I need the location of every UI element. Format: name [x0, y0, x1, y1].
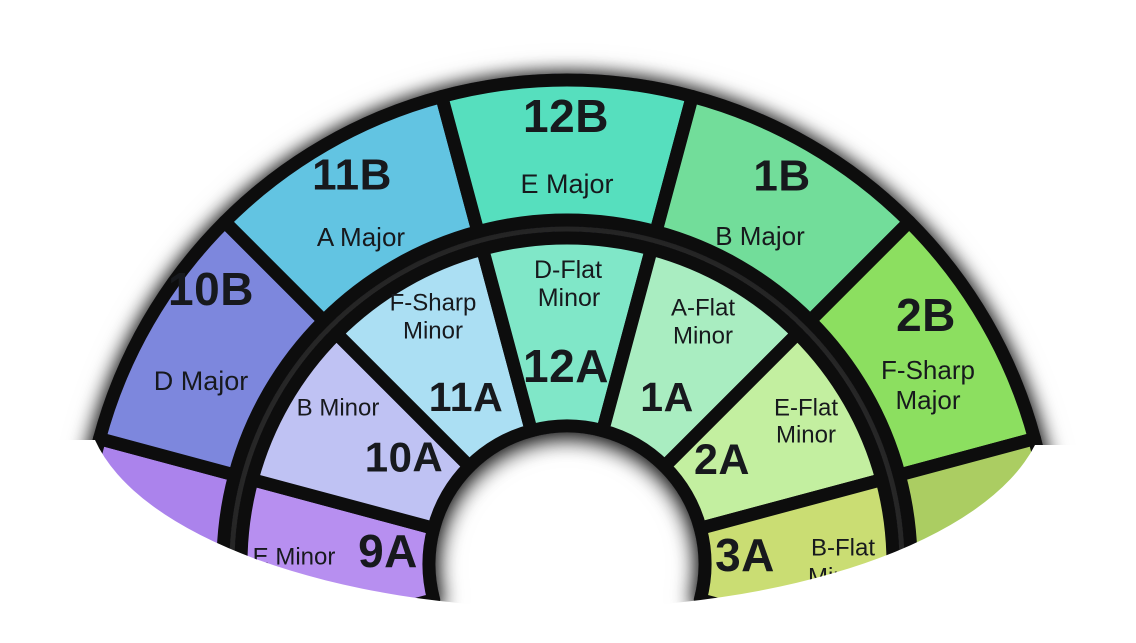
keyname-1a-line1: A-Flat	[671, 295, 735, 322]
code-9a: 9A	[358, 525, 418, 577]
keyname-11a-line2: Minor	[403, 318, 463, 345]
code-12a: 12A	[523, 340, 609, 392]
keyname-11a-line1: F-Sharp	[390, 290, 477, 317]
keyname-2b-line1: F-Sharp	[881, 355, 975, 385]
code-11b: 11B	[312, 151, 392, 200]
code-12b: 12B	[523, 90, 609, 142]
keyname-12a-line1: D-Flat	[534, 256, 602, 284]
keyname-2a-line1: E-Flat	[774, 395, 838, 422]
code-1a: 1A	[640, 374, 693, 420]
keyname-11b: A Major	[317, 222, 405, 252]
code-11a: 11A	[429, 374, 503, 420]
code-3a: 3A	[715, 529, 775, 581]
code-2a: 2A	[694, 436, 750, 484]
keyname-1a-line2: Minor	[673, 323, 733, 350]
segment-3b[interactable]	[892, 432, 1058, 643]
code-10b: 10B	[168, 263, 254, 315]
keyname-2a-line2: Minor	[776, 422, 836, 449]
keyname-9a: E Minor	[253, 544, 336, 571]
keyname-10a: B Minor	[297, 395, 380, 422]
keyname-2b-line2: Major	[895, 385, 960, 415]
keyname-1b: B Major	[715, 221, 805, 251]
code-10a: 10A	[365, 434, 444, 481]
keyname-3a-line1: B-Flat	[811, 535, 875, 562]
keyname-3a-line2: Minor	[808, 564, 868, 591]
code-1b: 1B	[753, 152, 810, 201]
keyname-12a-line2: Minor	[538, 284, 601, 312]
keyname-10b: D Major	[154, 366, 249, 396]
keyname-12b: E Major	[520, 169, 613, 199]
code-2b: 2B	[896, 289, 956, 341]
